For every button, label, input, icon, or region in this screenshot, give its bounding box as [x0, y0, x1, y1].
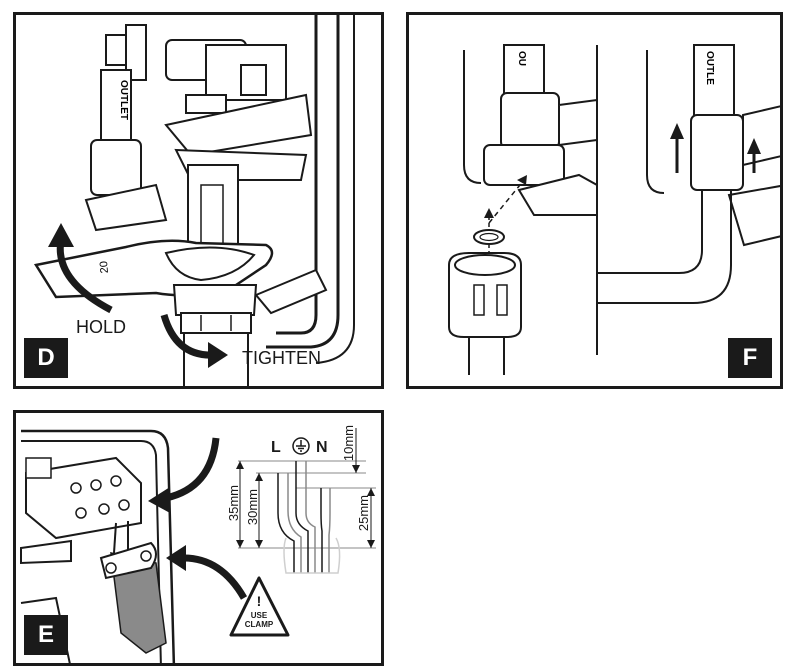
panel-f: OU OUTLE F: [406, 12, 783, 389]
panel-e: L N 35mm 30mm 10mm 25mm ! USE CLAMP E: [13, 410, 384, 666]
tighten-label: TIGHTEN: [242, 348, 321, 368]
dim-35mm-label: 35mm: [226, 485, 241, 522]
panel-d: OUTLET 20 HOLD TIGHTEN D: [13, 12, 384, 389]
dim-30mm-label: 30mm: [245, 489, 260, 526]
hold-label: HOLD: [76, 317, 127, 337]
outlet-marking-right: OUTLE: [704, 51, 715, 85]
neutral-label: N: [316, 439, 328, 456]
earth-ground-icon: [292, 437, 310, 455]
outlet-marking-left: OU: [516, 51, 527, 66]
spanner-marking: 20: [98, 261, 111, 274]
panel-e-badge: E: [24, 615, 68, 655]
dim-25mm-label: 25mm: [356, 495, 371, 532]
warning-use-text: USE: [250, 611, 268, 620]
panel-f-badge: F: [728, 338, 772, 378]
warning-mark: !: [256, 593, 262, 609]
dim-10mm-label: 10mm: [341, 425, 356, 462]
panel-d-badge: D: [24, 338, 68, 378]
panel-d-drawing: OUTLET 20: [33, 15, 355, 386]
warning-clamp-text: CLAMP: [244, 620, 274, 629]
panel-f-drawing: OU OUTLE: [448, 44, 780, 375]
outlet-marking: OUTLET: [118, 80, 129, 120]
panel-e-drawing: [20, 428, 376, 663]
live-label: L: [271, 439, 281, 456]
